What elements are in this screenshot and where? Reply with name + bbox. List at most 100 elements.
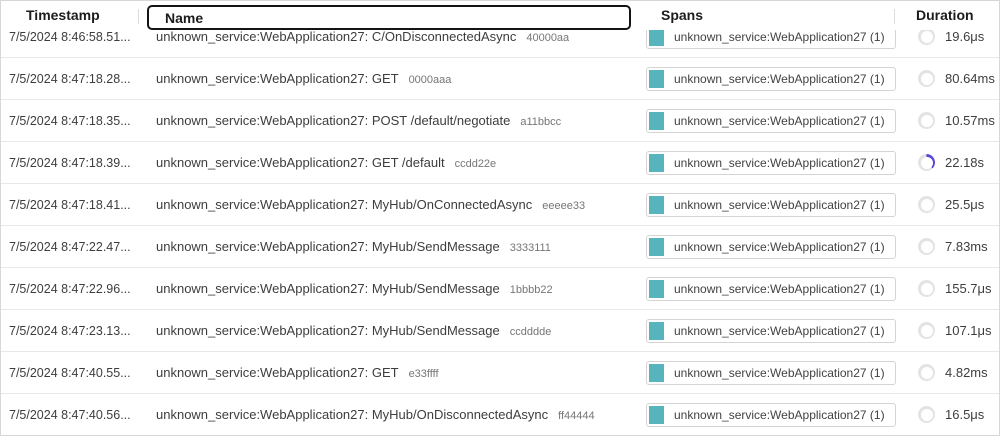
span-label: unknown_service:WebApplication27 (1) (674, 197, 885, 212)
resource-color-swatch-icon (649, 405, 664, 424)
duration-cell: 80.64ms (916, 70, 999, 87)
trace-name: unknown_service:WebApplication27: GET /d… (156, 155, 445, 170)
spans-cell: unknown_service:WebApplication27 (1) (646, 318, 916, 343)
span-pill: unknown_service:WebApplication27 (1) (646, 318, 896, 343)
progress-ring-icon (918, 238, 935, 255)
duration-cell: 7.83ms (916, 238, 999, 255)
span-pill: unknown_service:WebApplication27 (1) (646, 150, 896, 175)
resource-color-swatch-icon (649, 111, 664, 130)
trace-name: unknown_service:WebApplication27: GET (156, 365, 399, 380)
table-row[interactable]: 7/5/2024 8:47:40.56... unknown_service:W… (1, 394, 999, 435)
table-row[interactable]: 7/5/2024 8:47:23.13... unknown_service:W… (1, 310, 999, 352)
table-row[interactable]: 7/5/2024 8:47:22.96... unknown_service:W… (1, 268, 999, 310)
span-pill: unknown_service:WebApplication27 (1) (646, 108, 896, 133)
table-row[interactable]: 7/5/2024 8:47:18.39... unknown_service:W… (1, 142, 999, 184)
table-row[interactable]: 7/5/2024 8:47:18.35... unknown_service:W… (1, 100, 999, 142)
trace-name: unknown_service:WebApplication27: MyHub/… (156, 281, 500, 296)
span-label: unknown_service:WebApplication27 (1) (674, 113, 885, 128)
span-label: unknown_service:WebApplication27 (1) (674, 29, 885, 44)
resource-color-swatch-icon (649, 321, 664, 340)
progress-ring-icon (918, 280, 935, 297)
span-pill: unknown_service:WebApplication27 (1) (646, 276, 896, 301)
spans-cell: unknown_service:WebApplication27 (1) (646, 66, 916, 91)
timestamp-cell: 7/5/2024 8:46:58.51... (9, 29, 131, 44)
duration-value: 4.82ms (945, 365, 988, 380)
timestamp-cell: 7/5/2024 8:47:22.96... (9, 281, 131, 296)
duration-cell: 10.57ms (916, 112, 999, 129)
spans-cell: unknown_service:WebApplication27 (1) (646, 108, 916, 133)
progress-ring-icon (918, 196, 935, 213)
timestamp-cell: 7/5/2024 8:47:40.55... (9, 365, 131, 380)
trace-id: eeeee33 (542, 200, 586, 212)
timestamp-cell: 7/5/2024 8:47:18.28... (9, 71, 131, 86)
progress-ring-icon (918, 70, 935, 87)
trace-name: unknown_service:WebApplication27: MyHub/… (156, 407, 549, 422)
table-row[interactable]: 7/5/2024 8:47:18.28... unknown_service:W… (1, 58, 999, 100)
duration-value: 107.1μs (945, 323, 992, 338)
trace-table-body: 7/5/2024 8:46:58.51... unknown_service:W… (1, 16, 999, 435)
header-divider (894, 9, 895, 24)
span-pill: unknown_service:WebApplication27 (1) (646, 192, 896, 217)
name-cell: unknown_service:WebApplication27: C/OnDi… (148, 29, 646, 44)
duration-value: 19.6μs (945, 29, 985, 44)
name-cell: unknown_service:WebApplication27: MyHub/… (148, 197, 646, 212)
column-header-name-label: Name (165, 9, 204, 26)
progress-ring-icon (918, 154, 935, 171)
timestamp-cell: 7/5/2024 8:47:23.13... (9, 323, 131, 338)
name-cell: unknown_service:WebApplication27: MyHub/… (148, 407, 646, 422)
column-header-spans[interactable]: Spans (661, 7, 704, 23)
duration-value: 155.7μs (945, 281, 992, 296)
trace-name: unknown_service:WebApplication27: C/OnDi… (156, 29, 517, 44)
trace-id: 3333111 (509, 242, 551, 254)
timestamp-cell: 7/5/2024 8:47:40.56... (9, 407, 131, 422)
name-cell: unknown_service:WebApplication27: GET e3… (148, 365, 646, 380)
duration-cell: 155.7μs (916, 280, 999, 297)
spans-cell: unknown_service:WebApplication27 (1) (646, 234, 916, 259)
name-cell: unknown_service:WebApplication27: POST /… (148, 113, 646, 128)
span-pill: unknown_service:WebApplication27 (1) (646, 234, 896, 259)
column-header-timestamp[interactable]: Timestamp (26, 7, 100, 23)
trace-name: unknown_service:WebApplication27: GET (156, 71, 399, 86)
name-cell: unknown_service:WebApplication27: GET /d… (148, 155, 646, 170)
timestamp-cell: 7/5/2024 8:47:18.35... (9, 113, 131, 128)
trace-id: ccdddde (509, 326, 552, 338)
duration-cell: 16.5μs (916, 406, 999, 423)
resource-color-swatch-icon (649, 27, 664, 46)
duration-value: 22.18s (945, 155, 985, 170)
table-row[interactable]: 7/5/2024 8:47:40.55... unknown_service:W… (1, 352, 999, 394)
trace-id: ff44444 (558, 410, 595, 422)
table-header: Timestamp Name Spans Duration (1, 1, 999, 30)
duration-value: 25.5μs (945, 197, 985, 212)
table-row[interactable]: 7/5/2024 8:47:18.41... unknown_service:W… (1, 184, 999, 226)
column-header-name[interactable]: Name (147, 5, 631, 30)
span-label: unknown_service:WebApplication27 (1) (674, 281, 885, 296)
span-label: unknown_service:WebApplication27 (1) (674, 365, 885, 380)
column-header-duration[interactable]: Duration (916, 7, 974, 23)
span-label: unknown_service:WebApplication27 (1) (674, 323, 885, 338)
resource-color-swatch-icon (649, 69, 664, 88)
name-cell: unknown_service:WebApplication27: GET 00… (148, 71, 646, 86)
resource-color-swatch-icon (649, 237, 664, 256)
trace-id: 40000aa (526, 32, 570, 44)
name-cell: unknown_service:WebApplication27: MyHub/… (148, 281, 646, 296)
name-cell: unknown_service:WebApplication27: MyHub/… (148, 239, 646, 254)
trace-id: 1bbbb22 (509, 284, 553, 296)
trace-name: unknown_service:WebApplication27: MyHub/… (156, 239, 500, 254)
duration-value: 10.57ms (945, 113, 995, 128)
resource-color-swatch-icon (649, 279, 664, 298)
trace-name: unknown_service:WebApplication27: MyHub/… (156, 323, 500, 338)
progress-ring-icon (918, 112, 935, 129)
spans-cell: unknown_service:WebApplication27 (1) (646, 150, 916, 175)
resource-color-swatch-icon (649, 153, 664, 172)
duration-cell: 25.5μs (916, 196, 999, 213)
trace-id: 0000aaa (408, 74, 452, 86)
spans-cell: unknown_service:WebApplication27 (1) (646, 192, 916, 217)
span-pill: unknown_service:WebApplication27 (1) (646, 360, 896, 385)
timestamp-cell: 7/5/2024 8:47:18.39... (9, 155, 131, 170)
spans-cell: unknown_service:WebApplication27 (1) (646, 276, 916, 301)
progress-ring-icon (918, 322, 935, 339)
duration-value: 7.83ms (945, 239, 988, 254)
table-row[interactable]: 7/5/2024 8:47:22.47... unknown_service:W… (1, 226, 999, 268)
timestamp-cell: 7/5/2024 8:47:18.41... (9, 197, 131, 212)
trace-name: unknown_service:WebApplication27: POST /… (156, 113, 511, 128)
